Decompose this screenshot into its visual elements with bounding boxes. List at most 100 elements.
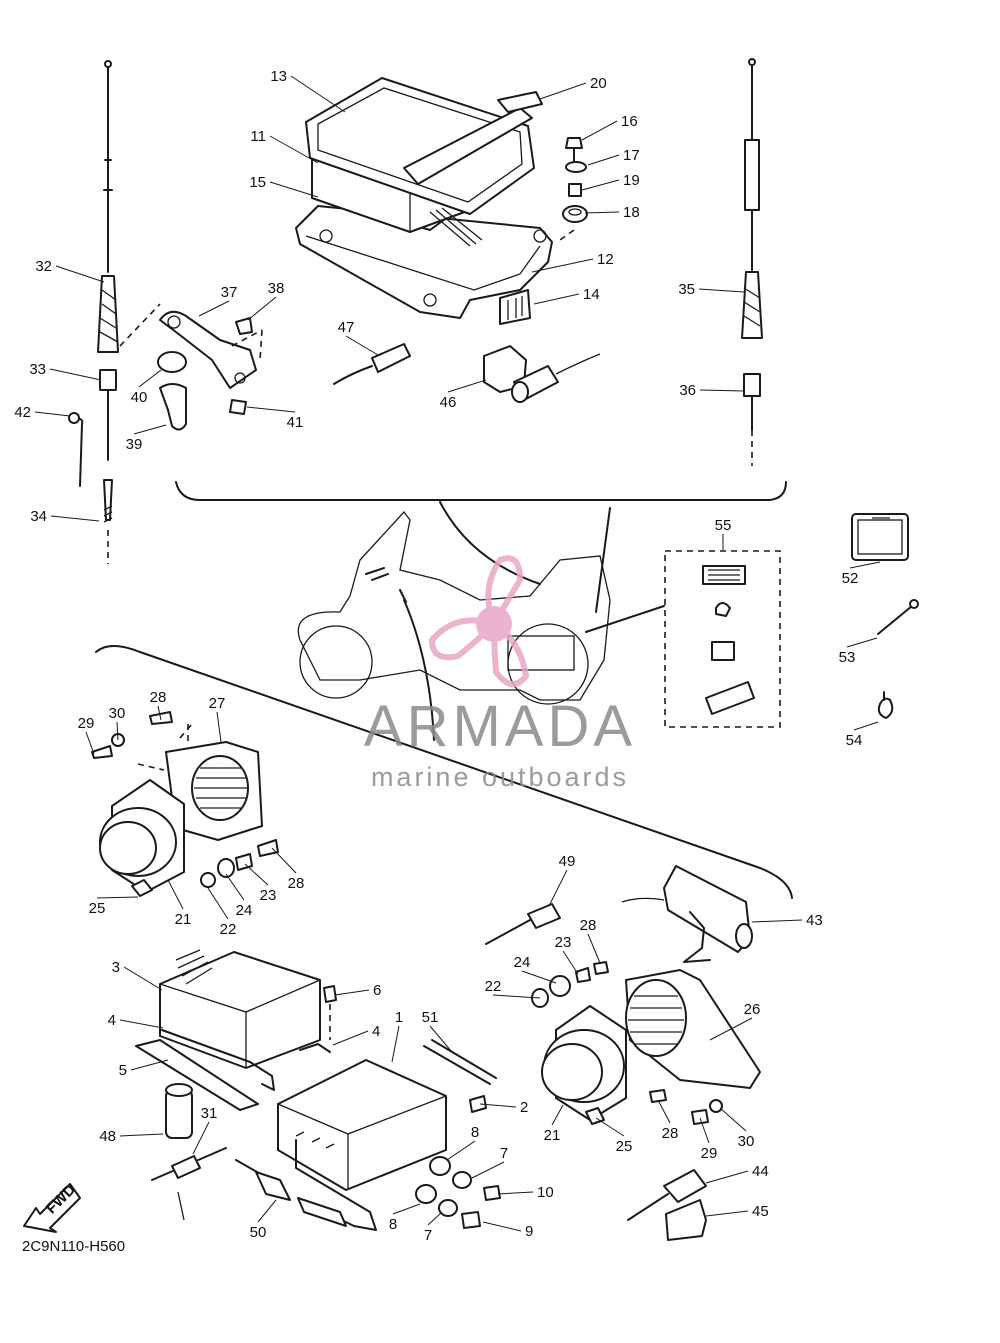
callout-leader-line	[133, 424, 167, 435]
callout-25: 25	[595, 1117, 632, 1155]
callout-leader-line	[751, 919, 803, 923]
callout-number: 19	[623, 172, 640, 189]
callout-number: 47	[338, 319, 355, 336]
callout-leader-line	[332, 1030, 369, 1046]
callout-number: 34	[30, 508, 47, 525]
callout-leader-line	[198, 300, 230, 317]
callout-leader-line	[271, 847, 297, 874]
callout-number: 30	[738, 1133, 755, 1150]
callout-number: 32	[35, 258, 52, 275]
callout-44: 44	[705, 1163, 769, 1184]
callout-43: 43	[751, 912, 823, 929]
callout-number: 53	[839, 649, 856, 666]
callout-18: 18	[584, 204, 640, 221]
callout-number: 43	[806, 912, 823, 929]
callout-number: 18	[623, 204, 640, 221]
callout-number: 22	[220, 921, 237, 938]
callout-leader-line	[123, 966, 163, 991]
callout-number: 7	[500, 1145, 508, 1162]
callout-leader-line	[345, 335, 379, 356]
callout-number: 50	[250, 1224, 267, 1241]
left-antenna-assembly	[68, 60, 263, 564]
callout-leader-line	[533, 293, 580, 305]
callout-10: 10	[497, 1184, 554, 1201]
motorcycle-outline	[297, 501, 665, 741]
callout-29: 29	[699, 1117, 717, 1162]
callout-leader-line	[521, 970, 557, 984]
callout-50: 50	[250, 1199, 277, 1241]
callout-number: 14	[583, 286, 600, 303]
callout-number: 26	[744, 1001, 761, 1018]
callout-leader-line	[584, 211, 620, 214]
callout-13: 13	[270, 68, 346, 113]
callout-leader-line	[446, 1140, 476, 1161]
callout-leader-line	[116, 721, 119, 741]
callout-leader-line	[96, 896, 139, 899]
callout-2: 2	[479, 1099, 528, 1116]
callout-30: 30	[719, 1107, 755, 1150]
callout-leader-line	[119, 1133, 164, 1137]
watermark-brand: ARMADA	[364, 694, 636, 759]
callout-leader-line	[853, 721, 879, 731]
callout-leader-line	[531, 258, 594, 273]
callout-52: 52	[842, 561, 881, 587]
callout-28: 28	[271, 847, 304, 892]
callout-24: 24	[514, 954, 557, 984]
callout-33: 33	[29, 361, 102, 381]
callout-number: 22	[485, 978, 502, 995]
callout-23: 23	[244, 863, 277, 904]
callout-55: 55	[715, 517, 732, 550]
callout-39: 39	[126, 424, 167, 453]
callout-number: 2	[520, 1099, 528, 1116]
callout-leader-line	[562, 950, 579, 975]
callout-number: 33	[29, 361, 46, 378]
callout-leader-line	[587, 154, 620, 166]
lower-group-bracket	[95, 645, 793, 899]
callout-12: 12	[531, 251, 614, 273]
callout-number: 29	[78, 715, 95, 732]
callout-leader-line	[167, 879, 184, 910]
callout-number: 38	[268, 280, 285, 297]
callout-17: 17	[587, 147, 640, 166]
callout-number: 45	[752, 1203, 769, 1220]
callout-20: 20	[539, 75, 607, 100]
callout-number: 12	[597, 251, 614, 268]
callout-24: 24	[225, 873, 253, 919]
watermark-tagline: marine outboards	[371, 762, 629, 792]
callout-30: 30	[109, 705, 125, 741]
callout-15: 15	[249, 174, 319, 198]
callout-number: 15	[249, 174, 266, 191]
callout-21: 21	[167, 879, 191, 928]
callout-51: 51	[422, 1009, 453, 1053]
callout-number: 23	[260, 887, 277, 904]
callout-number: 24	[236, 902, 253, 919]
callout-4: 4	[108, 1012, 164, 1029]
callout-leader-line	[55, 265, 105, 283]
callout-number: 16	[621, 113, 638, 130]
callout-number: 31	[201, 1105, 218, 1122]
callout-leader-line	[392, 1203, 421, 1215]
callout-1: 1	[391, 1009, 403, 1063]
callout-41: 41	[246, 406, 303, 431]
callout-leader-line	[698, 288, 745, 293]
callout-number: 24	[514, 954, 531, 971]
callout-number: 17	[623, 147, 640, 164]
callout-number: 27	[209, 695, 226, 712]
callout-number: 51	[422, 1009, 439, 1026]
callout-38: 38	[247, 280, 285, 321]
callout-48: 48	[99, 1128, 164, 1145]
callout-28: 28	[657, 1099, 678, 1142]
callout-leader-line	[334, 989, 370, 996]
callout-number: 23	[555, 934, 572, 951]
callout-22: 22	[207, 887, 237, 938]
callout-28: 28	[150, 689, 166, 721]
callout-number: 55	[715, 517, 732, 534]
callout-number: 48	[99, 1128, 116, 1145]
callout-number: 8	[471, 1124, 479, 1141]
callout-42: 42	[14, 404, 71, 421]
callout-number: 54	[846, 732, 863, 749]
callout-number: 7	[424, 1227, 432, 1244]
callout-leader-line	[257, 1199, 277, 1223]
callout-leader-line	[157, 705, 162, 721]
callout-11: 11	[250, 128, 319, 164]
